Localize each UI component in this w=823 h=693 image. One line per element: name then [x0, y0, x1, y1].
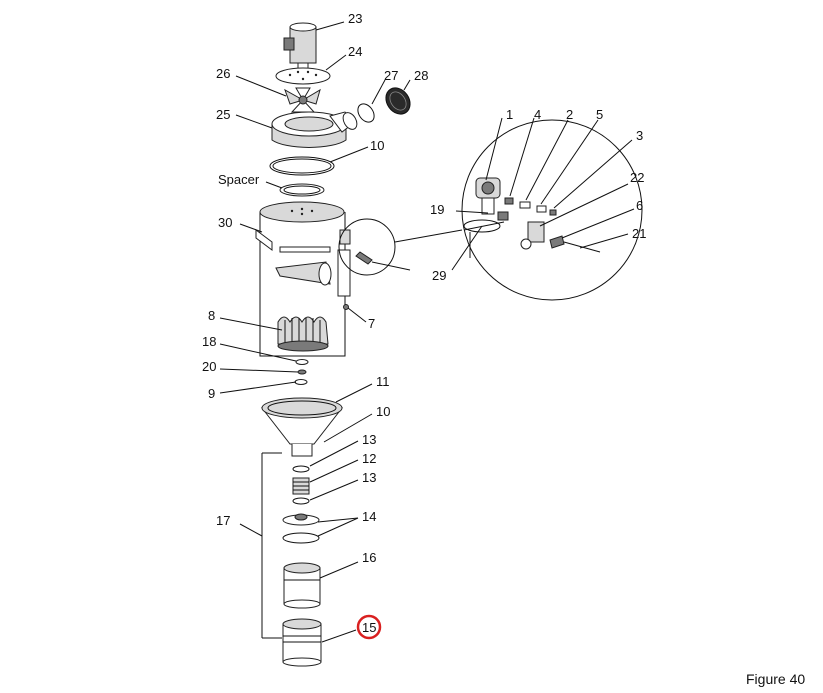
highlight-circle-15 [356, 614, 382, 640]
label-29: 29 [432, 268, 446, 283]
label-19: 19 [430, 202, 444, 217]
figure-caption: Figure 40 [746, 671, 805, 687]
label-spacer: Spacer [218, 172, 260, 187]
label-6: 6 [636, 198, 643, 213]
label-22: 22 [630, 170, 644, 185]
label-25: 25 [216, 107, 230, 122]
gauge-assembly [337, 229, 411, 310]
container-part-16 [283, 562, 321, 609]
washer-part-9 [294, 379, 308, 385]
label-18: 18 [202, 334, 216, 349]
blower-housing-part-25 [271, 111, 358, 148]
label-11: 11 [376, 374, 390, 389]
label-30: 30 [218, 215, 232, 230]
label-26: 26 [216, 66, 230, 81]
label-10-lower: 10 [376, 404, 390, 419]
label-24: 24 [348, 44, 362, 59]
label-12: 12 [362, 451, 376, 466]
label-5: 5 [596, 107, 603, 122]
label-15: 15 [362, 620, 376, 635]
motor-part-23 [283, 22, 317, 70]
part-labels: 23 24 26 27 28 25 10 Spacer 30 8 18 20 9… [202, 11, 646, 640]
label-9: 9 [208, 386, 215, 401]
impeller-part-26 [284, 87, 321, 113]
nut-part-20 [297, 369, 307, 375]
leader-lines [219, 21, 635, 643]
label-10-top: 10 [370, 138, 384, 153]
detail-magnifier [338, 119, 643, 301]
label-23: 23 [348, 11, 362, 26]
container-part-15 [282, 618, 322, 667]
label-14: 14 [362, 509, 376, 524]
gasket-part-14-upper [282, 513, 320, 526]
gasket-part-14-lower [282, 532, 320, 544]
spring-part-12 [292, 477, 310, 495]
tank-body-part-30 [255, 201, 346, 357]
label-7: 7 [368, 316, 375, 331]
label-8: 8 [208, 308, 215, 323]
label-28: 28 [414, 68, 428, 83]
label-4: 4 [534, 107, 541, 122]
ring-part-13-lower [292, 497, 310, 505]
plate-part-24 [275, 67, 331, 85]
hopper-cone-part-11 [260, 397, 344, 457]
label-3: 3 [636, 128, 643, 143]
label-21: 21 [632, 226, 646, 241]
screen-part-28 [385, 87, 411, 115]
lower-assembly-group-17 [261, 452, 282, 639]
label-1: 1 [506, 107, 513, 122]
washer-part-18 [295, 359, 309, 365]
filter-cartridge-part-8 [277, 316, 329, 352]
ring-part-13-upper [292, 465, 310, 473]
spacer-ring [279, 183, 325, 197]
label-16: 16 [362, 550, 376, 565]
gasket-part-27 [357, 103, 375, 123]
label-13-upper: 13 [362, 432, 376, 447]
label-17: 17 [216, 513, 230, 528]
label-13-lower: 13 [362, 470, 376, 485]
label-2: 2 [566, 107, 573, 122]
label-20: 20 [202, 359, 216, 374]
label-27: 27 [384, 68, 398, 83]
gasket-part-10-top [269, 156, 335, 176]
